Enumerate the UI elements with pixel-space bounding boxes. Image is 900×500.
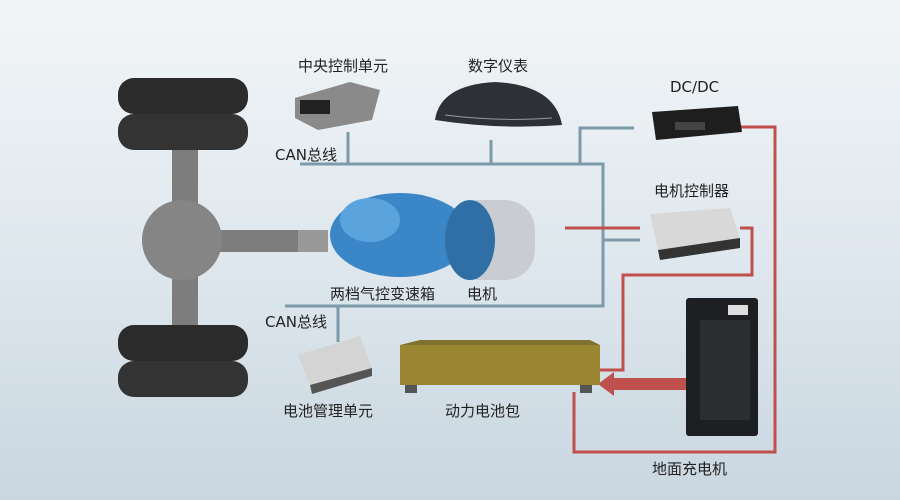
transmission-motor-icon [330, 193, 535, 280]
ground-charger-icon [686, 298, 758, 436]
power-lines [565, 125, 777, 454]
label-digital-dashboard: 数字仪表 [468, 57, 529, 75]
can-bus-lines [285, 126, 640, 342]
label-gearbox: 两档气控变速箱 [330, 285, 436, 303]
central-control-unit-icon [295, 82, 380, 130]
charge-arrow [598, 372, 686, 396]
label-can-bus-top: CAN总线 [275, 146, 337, 164]
tire-icon [118, 325, 248, 397]
label-can-bus-bottom: CAN总线 [265, 313, 327, 331]
battery-pack-icon [400, 340, 600, 393]
dashboard-icon [435, 82, 562, 127]
motor-controller-icon [650, 208, 740, 260]
dcdc-icon [652, 106, 742, 140]
tire-icon [118, 78, 248, 150]
label-dcdc: DC/DC [670, 78, 720, 96]
chassis-icon [118, 78, 328, 397]
label-motor-controller: 电机控制器 [654, 182, 730, 200]
label-central-control-unit: 中央控制单元 [298, 57, 389, 75]
label-ground-charger: 地面充电机 [652, 460, 728, 478]
bms-icon [298, 336, 372, 394]
label-bms: 电池管理单元 [283, 402, 374, 420]
label-motor: 电机 [467, 285, 498, 303]
label-battery-pack: 动力电池包 [445, 402, 521, 420]
